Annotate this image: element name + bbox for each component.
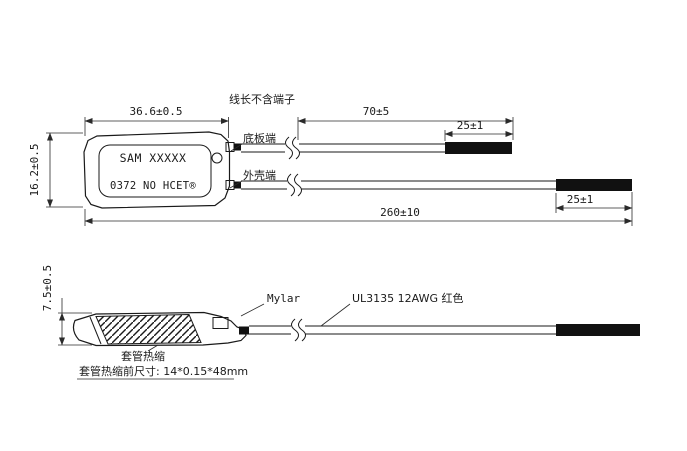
break-mark bbox=[285, 136, 293, 160]
dim-total-text: 260±10 bbox=[380, 206, 420, 219]
side-terminal-block bbox=[212, 317, 229, 329]
dim-strip-bottom-text: 25±1 bbox=[567, 193, 594, 206]
dim-thickness-text: 7.5±0.5 bbox=[41, 265, 54, 311]
marking-line1: SAM XXXXX bbox=[120, 151, 187, 165]
side-wire-stripped-tip bbox=[556, 324, 640, 336]
break-mark bbox=[294, 173, 302, 197]
leader-wire-spec bbox=[320, 303, 351, 327]
marking-line2: 0372 NO HCET® bbox=[110, 180, 196, 192]
top-view bbox=[83, 131, 632, 209]
label-wire-spec: UL3135 12AWG 红色 bbox=[352, 291, 464, 305]
break-mark bbox=[298, 318, 306, 342]
break-mark bbox=[292, 136, 300, 160]
dim-strip-top-text: 25±1 bbox=[457, 119, 484, 132]
label-board-end: 底板端 bbox=[243, 131, 276, 145]
note-wire-length: 线长不含端子 bbox=[229, 92, 295, 106]
leader-mylar bbox=[240, 303, 265, 317]
leader-board-end bbox=[230, 143, 243, 152]
terminal-bottom bbox=[225, 180, 241, 190]
side-wire bbox=[249, 318, 640, 342]
protector-body-outline bbox=[83, 131, 231, 209]
body-rivet-hole bbox=[211, 152, 223, 164]
dim-body-width-text: 36.6±0.5 bbox=[130, 105, 183, 118]
label-mylar: Mylar bbox=[267, 292, 300, 305]
dim-free-wire-text: 70±5 bbox=[363, 105, 390, 118]
side-view-dimensions bbox=[58, 298, 351, 380]
top-view-dimensions bbox=[46, 117, 633, 226]
side-wire-junction bbox=[239, 326, 249, 335]
wire-top-stripped-tip bbox=[445, 142, 512, 154]
label-shell-end: 外壳端 bbox=[243, 168, 276, 182]
break-mark bbox=[287, 173, 295, 197]
marking-label-plate bbox=[98, 144, 212, 198]
leader-sleeve bbox=[147, 344, 159, 352]
wire-bottom-stripped-tip bbox=[556, 179, 632, 191]
dim-body-height-text: 16.2±0.5 bbox=[28, 144, 41, 197]
label-sleeve: 套管热缩 bbox=[121, 349, 165, 363]
leader-shell-end bbox=[229, 180, 243, 189]
sleeve-edge-line bbox=[89, 316, 102, 345]
heat-shrink-sleeve-hatched bbox=[95, 313, 202, 345]
wire-bottom bbox=[241, 173, 632, 197]
label-sleeve-size: 套管热缩前尺寸: 14*0.15*48mm bbox=[79, 364, 248, 378]
wire-top bbox=[241, 136, 512, 160]
break-mark bbox=[291, 318, 299, 342]
side-view bbox=[72, 311, 640, 347]
